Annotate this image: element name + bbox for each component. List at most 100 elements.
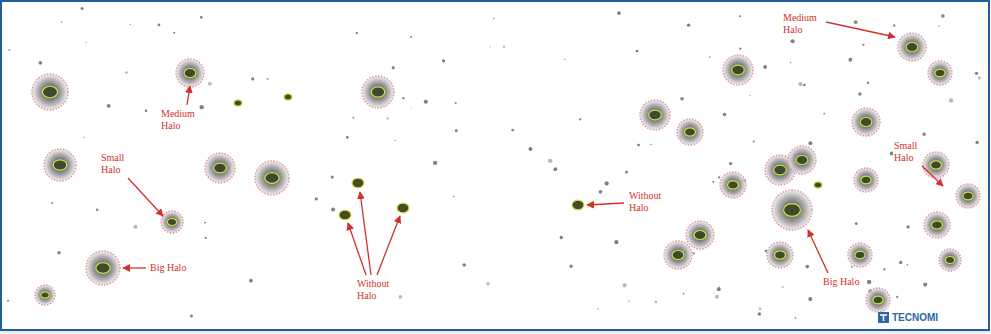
speck [729, 162, 732, 165]
speck [579, 118, 581, 120]
speck [560, 236, 563, 239]
halo-colony [686, 221, 714, 249]
halo-colony [854, 168, 878, 192]
speck [739, 15, 741, 17]
speck [346, 136, 349, 139]
speck [683, 293, 685, 295]
halo-colony [664, 241, 692, 269]
halo-colony [848, 243, 872, 267]
speck [356, 32, 358, 34]
halo-label: Big Halo [149, 262, 187, 274]
leader-arrow [808, 230, 828, 273]
speck [208, 82, 212, 86]
speck [493, 18, 495, 20]
halo-label: Without Halo [628, 190, 662, 214]
speck [798, 82, 802, 86]
speck [923, 282, 927, 286]
speck [204, 222, 206, 224]
speck [975, 141, 978, 144]
speck [896, 296, 898, 298]
speck [453, 196, 455, 198]
speck [424, 100, 428, 104]
speck [759, 307, 762, 310]
speck [790, 39, 794, 43]
speck [883, 268, 885, 270]
leader-arrow [348, 223, 366, 275]
speck [442, 59, 445, 62]
speck [564, 58, 566, 60]
speck [893, 24, 895, 26]
speck [782, 286, 784, 288]
halo-colony [640, 100, 670, 130]
halo-colony [924, 212, 950, 238]
speck [158, 24, 161, 27]
speck [749, 95, 750, 96]
speck [173, 32, 175, 34]
leader-arrow [123, 267, 146, 268]
halo-colony [788, 146, 816, 174]
halo-label: Medium Halo [782, 12, 818, 36]
speck [205, 237, 207, 239]
speck [823, 113, 825, 115]
speck [57, 251, 60, 254]
speck [8, 49, 10, 51]
colony [572, 200, 584, 210]
halo-colony [720, 172, 746, 198]
leader-arrow [587, 203, 624, 205]
speck [462, 263, 466, 267]
speck [455, 129, 458, 132]
speck [763, 65, 767, 69]
speck [486, 282, 489, 285]
speck [528, 147, 532, 151]
colony [352, 178, 364, 188]
speck [854, 20, 858, 24]
speck [548, 159, 552, 163]
speck [86, 42, 87, 43]
speck [386, 117, 388, 119]
speck [96, 208, 98, 210]
halo-label: Small Halo [893, 140, 918, 164]
watermark-icon [878, 312, 889, 323]
speck [455, 102, 457, 104]
halo-colony [923, 152, 949, 178]
halo-label: Medium Halo [160, 108, 196, 132]
speck [199, 105, 203, 109]
halo-colony [866, 288, 890, 312]
speck [654, 301, 657, 304]
speck [125, 71, 128, 74]
speck [636, 50, 639, 53]
speck [570, 265, 573, 268]
colony [814, 182, 822, 188]
speck [107, 104, 111, 108]
speck [331, 175, 334, 178]
halo-colony [161, 211, 183, 233]
halo-label: Without Halo [356, 278, 390, 302]
speck [623, 283, 627, 287]
speck [267, 78, 269, 80]
speck [739, 48, 741, 50]
speck [848, 58, 852, 62]
speck [899, 261, 902, 264]
frame-shadow [1, 332, 990, 333]
speck [808, 141, 812, 145]
speck [723, 113, 727, 117]
speck [398, 295, 402, 299]
speck [978, 76, 981, 79]
leader-arrow [922, 166, 943, 186]
speck [650, 144, 651, 145]
speck [145, 109, 148, 112]
speck [862, 44, 864, 46]
halo-colony [767, 242, 793, 268]
speck [394, 140, 395, 141]
speck [39, 61, 43, 65]
speck [251, 77, 254, 80]
speck [605, 181, 609, 185]
halo-colony [939, 249, 961, 271]
speck [402, 97, 404, 99]
speck [331, 208, 335, 212]
leader-arrow [128, 178, 163, 216]
speck [758, 312, 761, 315]
speck [867, 280, 871, 284]
speck [715, 295, 719, 299]
